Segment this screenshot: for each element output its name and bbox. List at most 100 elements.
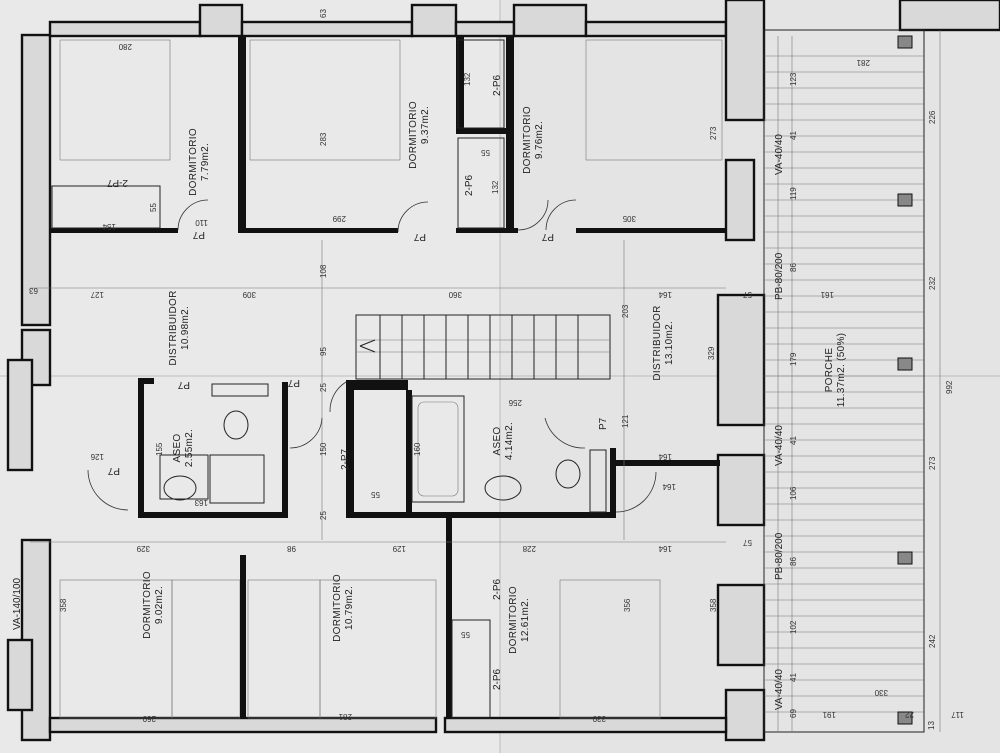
dimension-label: 155 — [155, 442, 164, 456]
room-area-dormitorio-6: 12.61m2. — [520, 598, 531, 642]
door-code-double: 2-P6 — [492, 668, 503, 690]
door-code: P7 — [541, 231, 554, 242]
dimension-label: 41 — [789, 131, 798, 140]
dimension-label: 260 — [142, 714, 156, 723]
dimension-label: 132 — [463, 72, 472, 86]
room-area-distribuidor-2: 13.10m2. — [664, 321, 675, 365]
dimension-label: 309 — [242, 290, 256, 299]
dimension-label: 164 — [658, 290, 672, 299]
window-code: PB-80/200 — [774, 252, 785, 300]
dimension-label: 330 — [592, 714, 606, 723]
door-code: P7 — [413, 231, 426, 242]
bathroom-fixtures — [159, 383, 607, 513]
dimension-lines — [30, 36, 793, 732]
dimension-label: 273 — [709, 126, 718, 140]
staircase — [355, 314, 611, 380]
dimension-label: 154 — [102, 222, 116, 231]
room-area-dormitorio-1: 7.79m2. — [200, 143, 211, 181]
dimension-label: 132 — [491, 180, 500, 194]
dimension-label: 57 — [743, 538, 752, 547]
room-name-dormitorio-6: DORMITORIO — [508, 586, 519, 654]
dimension-label: 232 — [928, 276, 937, 290]
door-code: P7 — [287, 377, 300, 388]
door-code: P7 — [598, 417, 609, 430]
dimension-label: 126 — [90, 452, 104, 461]
dimension-label: 281 — [338, 712, 352, 721]
dimension-label: 117 — [951, 710, 964, 719]
door-code: P7 — [177, 379, 190, 390]
room-name-aseo-2: ASEO — [492, 427, 503, 456]
door-code-double: 2-P6 — [492, 74, 503, 96]
room-name-distribuidor-2: DISTRIBUIDOR — [652, 305, 663, 380]
dimension-label: 63 — [319, 9, 328, 18]
dimension-label: 179 — [789, 352, 798, 366]
dimension-label: 329 — [707, 346, 716, 360]
dimension-label: 283 — [319, 132, 328, 146]
dimension-label: 55 — [481, 148, 490, 157]
room-name-distribuidor-1: DISTRIBUIDOR — [168, 290, 179, 365]
room-area-aseo-2: 4.14m2. — [504, 422, 515, 460]
dimension-labels: 280 63 283 299 281 123 226 273 305 132 1… — [29, 9, 964, 730]
dimension-label: 992 — [945, 380, 954, 394]
room-name-porche: PORCHE — [824, 348, 835, 393]
dimension-label: 330 — [874, 688, 888, 697]
room-area-dormitorio-5: 10.79m2. — [344, 586, 355, 630]
room-area-aseo-1: 2.55m2. — [184, 429, 195, 467]
window-code: VA-40/40 — [774, 134, 785, 175]
dimension-label: 226 — [928, 110, 937, 124]
dimension-label: 329 — [136, 544, 150, 553]
dimension-label: 13 — [927, 721, 936, 730]
dimension-label: 164 — [662, 482, 676, 491]
door-code-double: 2-P6 — [464, 174, 475, 196]
dimension-label: 163 — [194, 498, 208, 507]
door-code-double: 2-P7 — [106, 177, 128, 188]
room-area-distribuidor-1: 10.98m2. — [180, 306, 191, 350]
dimension-label: 127 — [90, 290, 104, 299]
dimension-label: 129 — [392, 544, 406, 553]
room-name-dormitorio-5: DORMITORIO — [332, 574, 343, 642]
room-area-dormitorio-4: 9.02m2. — [154, 586, 165, 624]
dimension-label: 123 — [789, 72, 798, 86]
dimension-label: 228 — [522, 544, 536, 553]
dimension-label: 55 — [149, 203, 158, 212]
dimension-label: 164 — [658, 452, 672, 461]
dimension-label: 121 — [621, 414, 630, 428]
dimension-label: 86 — [789, 557, 798, 566]
dimension-label: 305 — [622, 214, 636, 223]
dimension-label: 160 — [413, 442, 422, 456]
exterior-walls — [6, 0, 1000, 742]
dimension-label: 22 — [905, 710, 914, 719]
room-name-dormitorio-1: DORMITORIO — [188, 128, 199, 196]
dimension-label: 108 — [319, 264, 328, 278]
porch-hatch — [763, 29, 941, 733]
closets-furniture — [51, 39, 723, 719]
dimension-label: 95 — [319, 347, 328, 356]
dimension-label: 106 — [789, 486, 798, 500]
room-area-porche: 11.37m2. (50%) — [836, 333, 847, 408]
dimension-label: 161 — [820, 290, 834, 299]
dimension-label: 69 — [789, 709, 798, 718]
window-code: PB-80/200 — [774, 532, 785, 580]
door-code-double: 2-P6 — [492, 578, 503, 600]
window-code: VA-40/40 — [774, 669, 785, 710]
dimension-label: 280 — [118, 42, 132, 51]
dimension-label: 86 — [789, 263, 798, 272]
window-code: VA-140/100 — [12, 577, 23, 630]
door-swings — [87, 199, 657, 513]
dimension-label: 358 — [709, 598, 718, 612]
door-code-double: 2-P7 — [340, 448, 351, 470]
room-name-dormitorio-3: DORMITORIO — [522, 106, 533, 174]
dimension-label: 57 — [743, 290, 752, 299]
dimension-label: 25 — [319, 383, 328, 392]
dimension-label: 360 — [448, 290, 462, 299]
dimension-label: 273 — [928, 456, 937, 470]
dimension-label: 191 — [822, 710, 836, 719]
room-area-dormitorio-2: 9.37m2. — [420, 106, 431, 144]
dimension-label: 256 — [508, 398, 522, 407]
door-code: P7 — [192, 229, 205, 240]
dimension-label: 63 — [29, 286, 38, 295]
dimension-label: 203 — [621, 304, 630, 318]
room-area-dormitorio-3: 9.76m2. — [534, 121, 545, 159]
opening-codes: P7 P7 P7 P7 P7 P7 P7 2-P7 2-P7 2-P6 2-P6… — [12, 74, 785, 710]
dimension-label: 25 — [319, 511, 328, 520]
